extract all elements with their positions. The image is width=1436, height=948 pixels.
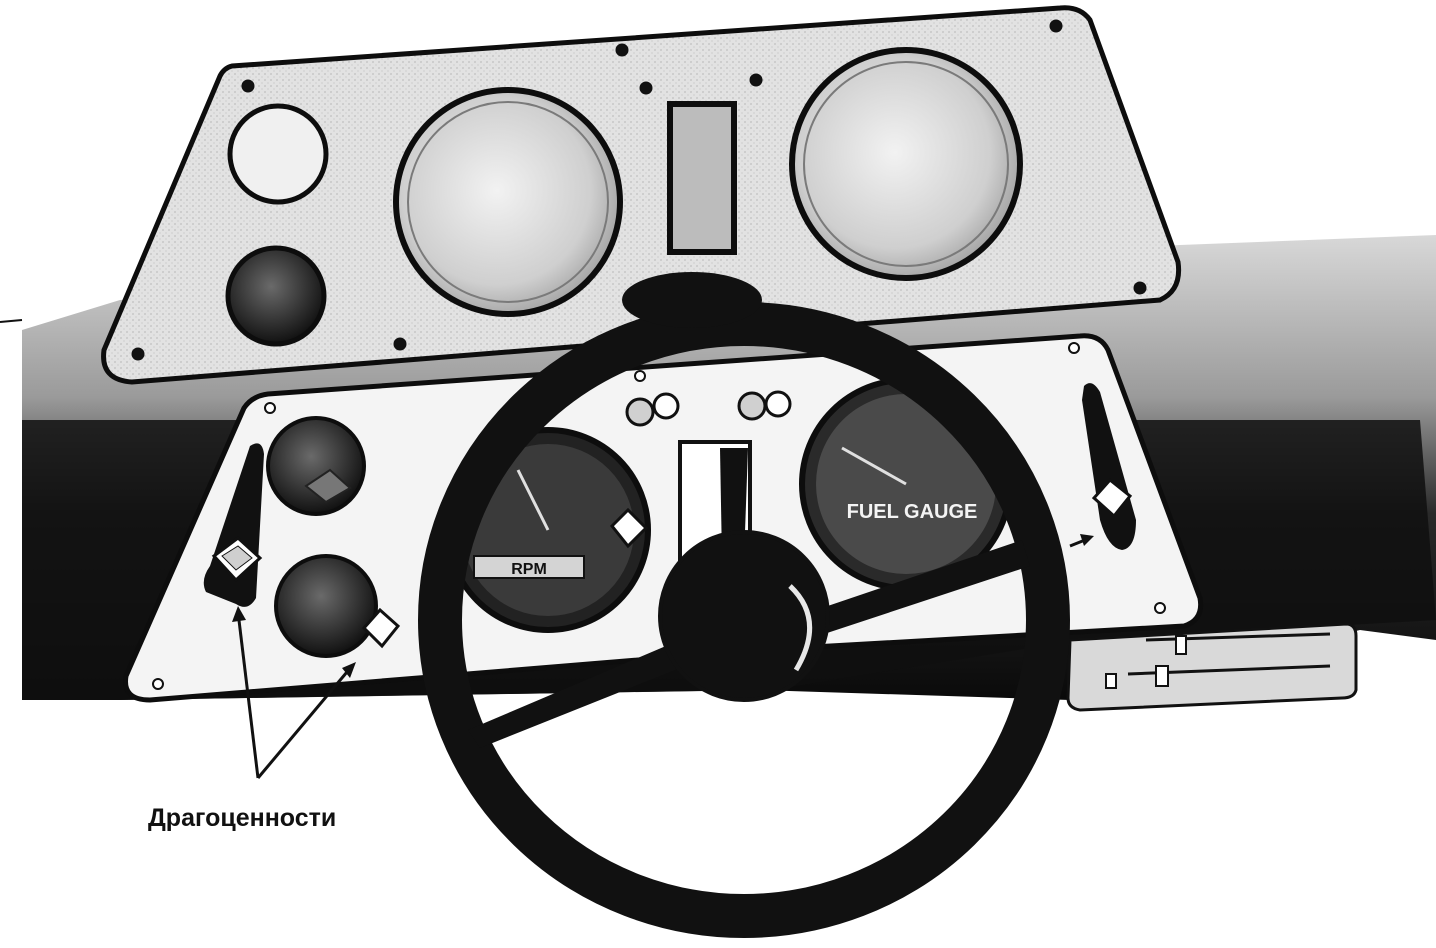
knob-upper-left [266, 416, 366, 516]
toggle-switch-right [737, 390, 792, 421]
toggle-switch-left [625, 392, 680, 427]
slider-box [1066, 622, 1358, 712]
slider-knob-3 [1105, 673, 1117, 689]
small-gauge-mid-left [225, 245, 327, 347]
large-gauge-right [789, 47, 1023, 281]
arrowhead-left [232, 606, 246, 622]
arrowhead-right [342, 662, 356, 678]
steering-column [622, 272, 762, 328]
jewel-lower-knob [361, 607, 401, 649]
steering-wheel-spoke-right [810, 540, 1030, 636]
caption-jewels: Драгоценности [148, 804, 337, 832]
slider-knob-2 [1155, 665, 1169, 687]
gauge-fuel-label: FUEL GAUGE [847, 501, 978, 523]
center-window [667, 101, 737, 255]
lower-panel-screws [152, 342, 1166, 690]
jewel-right-lever [1091, 477, 1133, 519]
jewel-rpm [609, 507, 649, 549]
right-lever-slot [1082, 383, 1136, 550]
large-gauge-left [393, 87, 623, 317]
small-gauge-top-left [227, 103, 329, 205]
steering-wheel-rim [418, 302, 1070, 938]
knob-lower-left [274, 554, 378, 658]
arrowhead-side [1080, 534, 1094, 546]
gauge-rpm-label: RPM [511, 561, 547, 578]
upper-panel-screws [131, 19, 1147, 361]
steering-wheel-hub [658, 530, 830, 702]
steering-wheel-spoke-left [468, 640, 690, 748]
slider-knob-1 [1175, 635, 1187, 655]
